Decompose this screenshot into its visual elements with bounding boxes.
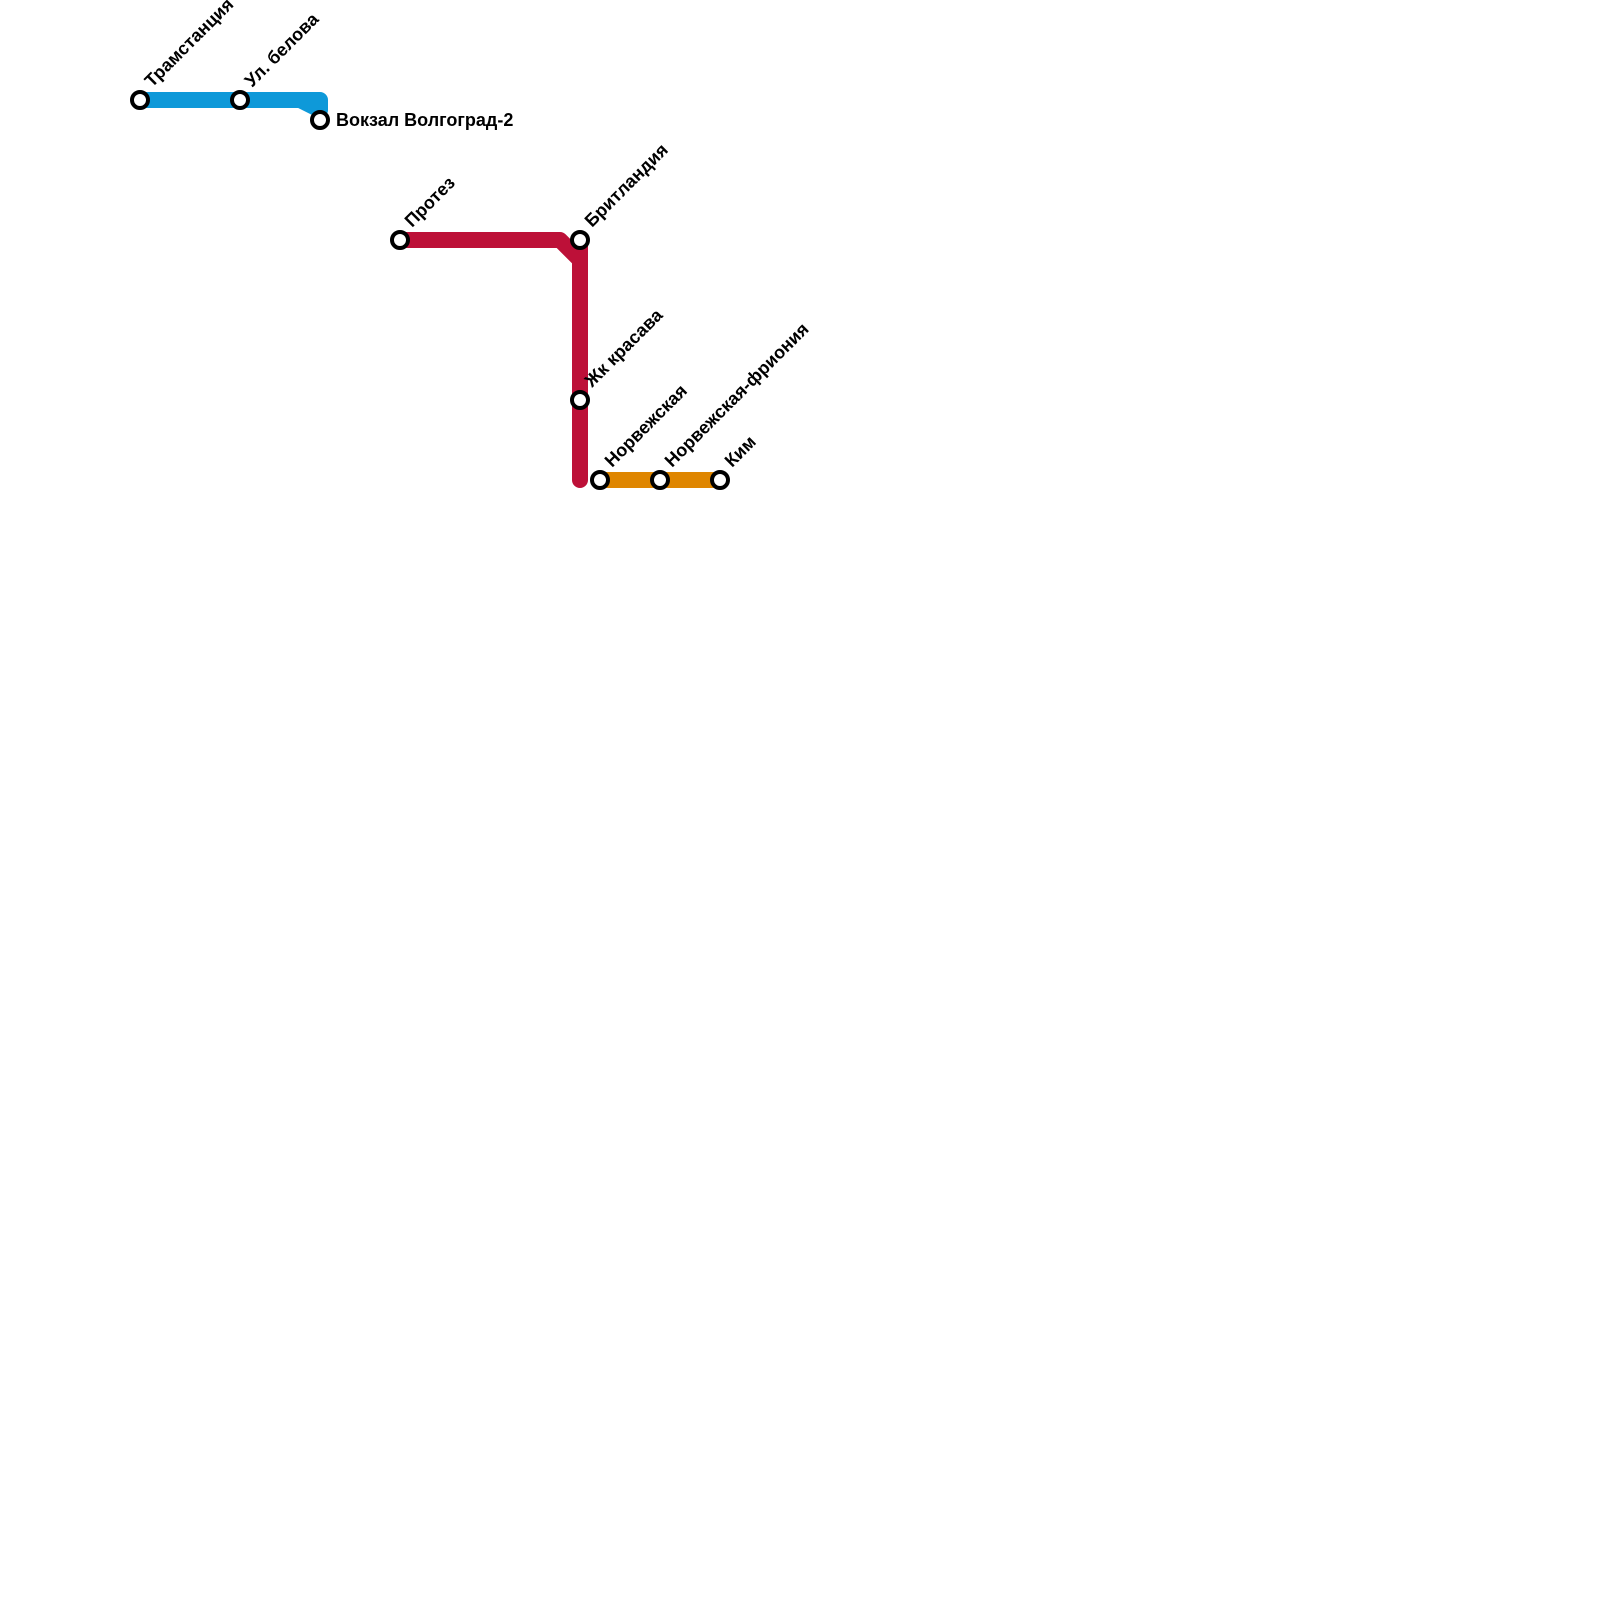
station-label: Трамстанция <box>141 0 238 91</box>
station-marker <box>390 230 410 250</box>
station-label: Ул. белова <box>241 8 323 90</box>
station-label: Жк красава <box>580 304 667 391</box>
station-label: Ким <box>721 432 760 471</box>
station-marker <box>570 230 590 250</box>
station-marker <box>710 470 730 490</box>
station-marker <box>590 470 610 490</box>
station-marker <box>130 90 150 110</box>
station-norvezhskaya[interactable]: Норвежская <box>590 381 691 490</box>
station-label: Вокзал Волгоград-2 <box>336 110 513 130</box>
blue-line <box>132 92 328 118</box>
station-kim[interactable]: Ким <box>710 432 760 490</box>
station-britlandiya[interactable]: Бритландия <box>570 140 672 250</box>
station-marker <box>230 90 250 110</box>
station-label: Протез <box>401 173 459 231</box>
station-marker <box>650 470 670 490</box>
station-vokzal-volgograd-2[interactable]: Вокзал Волгоград-2 <box>310 110 513 130</box>
station-tramstantsiya[interactable]: Трамстанция <box>130 0 238 110</box>
station-marker <box>570 390 590 410</box>
station-marker <box>310 110 330 130</box>
station-label: Бритландия <box>581 140 672 231</box>
red-line <box>392 232 588 488</box>
